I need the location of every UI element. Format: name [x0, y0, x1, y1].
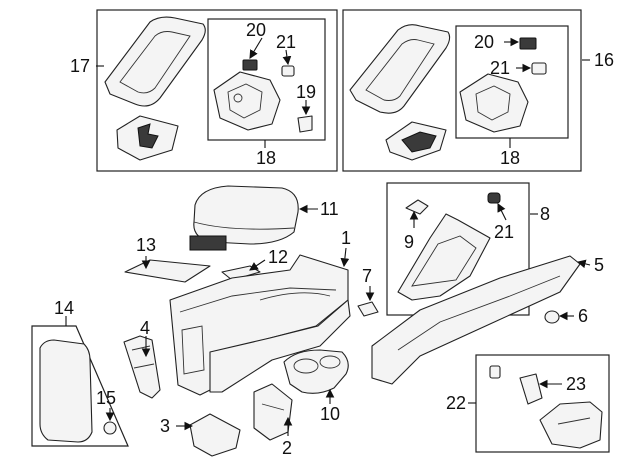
callout-16: 16: [594, 50, 614, 70]
callout-8: 8: [540, 204, 550, 224]
side-trim-bracket: [397, 213, 491, 301]
switch-21-left: [281, 65, 295, 77]
callout-1: 1: [341, 228, 351, 248]
callout-14: 14: [54, 298, 74, 318]
callout-13: 13: [136, 235, 156, 255]
group-box-18-left: [207, 18, 326, 141]
shifter-base-22: [539, 401, 603, 449]
screw-22: [489, 365, 501, 379]
clip-9: [405, 199, 429, 215]
callout-11: 11: [320, 199, 339, 219]
callout-19: 19: [296, 82, 316, 102]
callout-4: 4: [140, 318, 150, 338]
callout-21-side: 21: [494, 222, 514, 242]
clip-7: [357, 301, 379, 317]
switch-21-right: [531, 62, 547, 75]
bracket-3: [189, 413, 241, 457]
clip-15: [103, 421, 117, 435]
leader-lines: [65, 37, 591, 436]
callout-12: 12: [268, 247, 288, 267]
group-box-18-right: [455, 25, 569, 139]
callout-20-right: 20: [474, 32, 494, 52]
callout-5: 5: [594, 255, 604, 275]
clip-19: [297, 115, 313, 133]
armrest-cover-trim-left: [104, 16, 206, 107]
side-panel-5: [371, 255, 581, 385]
armrest-11: [189, 185, 299, 251]
callout-18-right: 18: [500, 148, 520, 168]
group-box-14: [31, 325, 129, 447]
armrest-cover-trim-right: [349, 24, 451, 114]
callout-21-right: 21: [490, 58, 510, 78]
callout-18-left: 18: [256, 148, 276, 168]
bracket-4: [123, 335, 161, 399]
callout-3: 3: [160, 416, 170, 436]
group-box-16: [342, 9, 582, 172]
bracket-2: [253, 383, 293, 441]
callout-20-left: 20: [246, 20, 266, 40]
callout-15: 15: [96, 388, 116, 408]
group-box-17: [96, 9, 338, 172]
callout-23: 23: [566, 374, 586, 394]
pad-13: [124, 259, 211, 283]
side-cover-14: [39, 339, 93, 443]
callout-10: 10: [320, 404, 340, 424]
callout-17: 17: [70, 56, 90, 76]
bracket-23: [519, 373, 543, 405]
switch-panel-right: [459, 73, 529, 133]
switch-20-right: [519, 37, 537, 50]
shift-plate-left: [116, 115, 179, 161]
callout-9: 9: [404, 232, 414, 252]
callout-7: 7: [362, 266, 372, 286]
shift-plate-right: [385, 121, 447, 161]
callout-21-left: 21: [276, 32, 296, 52]
callout-6: 6: [578, 306, 588, 326]
switch-20-left: [242, 59, 258, 71]
callout-2: 2: [282, 438, 292, 458]
console-body-1: [169, 254, 351, 396]
grommet-6: [544, 310, 560, 324]
switch-panel-left: [213, 71, 281, 131]
screw-21-side: [487, 192, 501, 204]
cup-holder-10: [283, 349, 349, 394]
callout-22: 22: [446, 393, 466, 413]
